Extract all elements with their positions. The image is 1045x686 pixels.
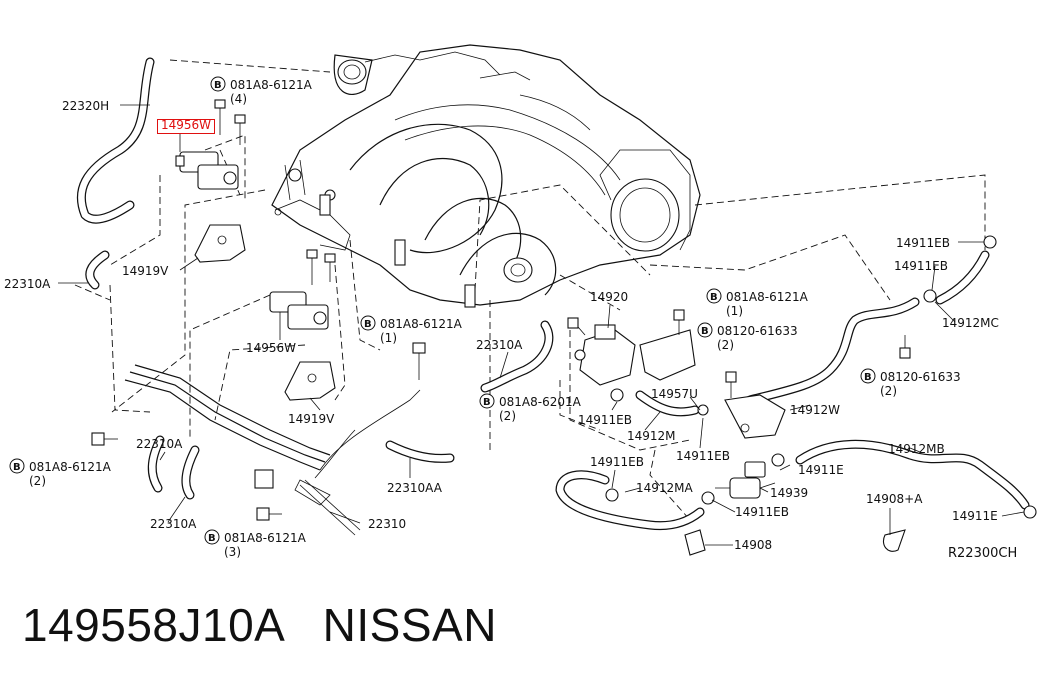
bolt-callouts: B 081A8-6121A (4) B 081A8-6121A (1) B 08… <box>9 76 961 559</box>
brand-name: NISSAN <box>322 599 497 651</box>
bolt-code: 081A8-6121A <box>224 531 307 545</box>
bolt-symbol: B <box>483 397 491 408</box>
bolt-code: 08120-61633 <box>880 370 961 384</box>
part-label: 14912M <box>627 429 676 443</box>
part-label: 14911EB <box>894 259 948 273</box>
bolt-code: 08120-61633 <box>717 324 798 338</box>
part-label: 14911E <box>952 509 998 523</box>
highlight-label: 14956W <box>161 118 212 132</box>
part-label: 14920 <box>590 290 628 304</box>
bolt-qty: (4) <box>230 92 247 106</box>
part-label: 14911EB <box>735 505 789 519</box>
part-label: 14912MC <box>942 316 999 330</box>
bolt-qty: (2) <box>717 338 734 352</box>
part-label: 14957U <box>651 387 698 401</box>
part-label: 22310 <box>368 517 406 531</box>
bolt-callout: B 081A8-6121A (2) <box>9 458 112 488</box>
bolt-symbol: B <box>364 319 372 330</box>
part-label: 14911EB <box>590 455 644 469</box>
part-label: 22310A <box>476 338 523 352</box>
bolt-callout: B 08120-61633 (2) <box>860 368 961 398</box>
part-label: 14912W <box>790 403 840 417</box>
part-number: 149558J10A <box>22 599 283 651</box>
bolt-symbol: B <box>710 292 718 303</box>
bolt-qty: (1) <box>726 304 743 318</box>
bolt-qty: (2) <box>29 474 46 488</box>
part-label: 22310AA <box>387 481 443 495</box>
part-label: 14908+A <box>866 492 923 506</box>
pipe-harness <box>124 364 421 536</box>
hoses <box>76 57 1030 531</box>
part-label: 22310A <box>150 517 197 531</box>
part-label: 14912MB <box>888 442 945 456</box>
part-labels: 22320H 14919V 22310A 14956W 14919V 22310… <box>4 99 999 552</box>
intake-manifold <box>271 44 701 308</box>
bolt-callout: B 081A8-6121A (4) <box>210 76 313 106</box>
part-label: 14919V <box>122 264 169 278</box>
part-label: 14919V <box>288 412 335 426</box>
part-label: 22310A <box>136 437 183 451</box>
caption: 149558J10A NISSAN <box>22 598 497 652</box>
bolt-callout: B 081A8-6121A (1) <box>706 288 809 318</box>
part-label: 14911EB <box>676 449 730 463</box>
bolt-symbol: B <box>214 80 222 91</box>
bolt-code: 081A8-6201A <box>499 395 582 409</box>
bolt-symbol: B <box>864 372 872 383</box>
bolt-code: 081A8-6121A <box>726 290 809 304</box>
leader-lines <box>58 104 1025 546</box>
bolt-callout: B 08120-61633 (2) <box>697 322 798 352</box>
diagram-code: R22300CH <box>948 546 1017 561</box>
part-label: 14956W <box>246 341 296 355</box>
bolt-qty: (1) <box>380 331 397 345</box>
bolt-symbol: B <box>701 326 709 337</box>
bolt-qty: (2) <box>499 409 516 423</box>
bolt-code: 081A8-6121A <box>29 460 112 474</box>
bolt-code: 081A8-6121A <box>230 78 313 92</box>
part-label: 14911EB <box>578 413 632 427</box>
bolt-code: 081A8-6121A <box>380 317 463 331</box>
bolt-callout: B 081A8-6201A (2) <box>479 393 582 423</box>
part-label: 22310A <box>4 277 51 291</box>
part-label: 14911E <box>798 463 844 477</box>
dashed-leaders <box>74 59 986 521</box>
part-label: 22320H <box>62 99 109 113</box>
bolt-callout: B 081A8-6121A (3) <box>204 529 307 559</box>
highlight-box <box>157 119 215 134</box>
bolt-symbol: B <box>208 533 216 544</box>
bolt-qty: (3) <box>224 545 241 559</box>
components <box>91 99 1037 556</box>
part-label: 14911EB <box>896 236 950 250</box>
bolt-symbol: B <box>13 462 21 473</box>
part-label: 14912MA <box>636 481 694 495</box>
bolt-callout: B 081A8-6121A (1) <box>360 315 463 345</box>
part-label: 14908 <box>734 538 772 552</box>
bolt-qty: (2) <box>880 384 897 398</box>
part-label: 14939 <box>770 486 808 500</box>
